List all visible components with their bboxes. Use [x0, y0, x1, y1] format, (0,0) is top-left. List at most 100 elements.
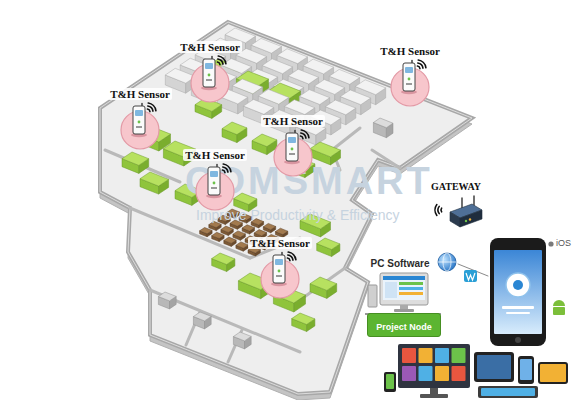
- gateway-led: [465, 220, 467, 222]
- pallet-block: [222, 122, 247, 143]
- pallet-block-top: [252, 134, 277, 147]
- sensor-grille: [406, 83, 412, 85]
- pallet-block-top: [317, 238, 340, 250]
- tablet: [538, 362, 568, 384]
- home-button: [515, 337, 521, 343]
- node-heading: T&H Sensor: [183, 149, 247, 161]
- wireless-wave: [435, 205, 437, 216]
- table-top: [212, 232, 224, 238]
- sensor-outline: [258, 129, 328, 179]
- wireless-wave: [300, 136, 303, 139]
- smartphone: [490, 238, 546, 346]
- storage-rack-top: [243, 99, 273, 114]
- dashboard-tile: [435, 366, 449, 381]
- cabinet: [373, 118, 393, 138]
- wireless-wave: [438, 206, 439, 213]
- wireless-wave: [218, 56, 226, 64]
- sensor-display: [135, 110, 143, 116]
- sensor-grille: [136, 126, 142, 128]
- table-top: [236, 242, 248, 248]
- dashboard-tile: [452, 348, 466, 363]
- dashboard-tile: [419, 366, 433, 381]
- table-top: [221, 226, 233, 232]
- computer-outline: [365, 271, 435, 315]
- pc-screen-row: [399, 282, 423, 285]
- dashboard-tile: [452, 366, 466, 381]
- app-text-bar: [502, 306, 534, 309]
- storage-rack-top: [232, 79, 262, 94]
- sensor-led: [138, 121, 141, 124]
- pallet-block: [122, 152, 149, 173]
- pc-software: PC Software: [365, 253, 435, 315]
- wireless-wave: [417, 66, 420, 69]
- table-top: [224, 237, 236, 243]
- phone-screen: [494, 250, 542, 334]
- table: [263, 223, 275, 232]
- storage-rack-top: [314, 80, 344, 95]
- pallet-block-top: [310, 277, 337, 290]
- sensor-outline: [245, 251, 315, 301]
- handheld: [384, 372, 396, 392]
- wireless-wave: [147, 109, 150, 112]
- node-heading: GATEWAY: [429, 181, 483, 193]
- node-heading: T&H Sensor: [108, 88, 172, 100]
- gateway-shape: [435, 196, 482, 227]
- table: [236, 242, 248, 251]
- sensor-device: [133, 106, 145, 134]
- button-label: Project Node: [376, 322, 432, 333]
- tablet-screen: [540, 364, 566, 382]
- wireless-wave: [218, 59, 223, 64]
- wireless-wave: [440, 208, 442, 212]
- sensor-display: [210, 171, 218, 177]
- storage-rack-top: [258, 89, 289, 104]
- wireless-wave: [223, 164, 231, 172]
- wireless-wave: [148, 106, 153, 111]
- sensor-callout: T&H Sensor: [180, 145, 250, 213]
- pc-monitor: [380, 273, 428, 305]
- wireless-wave: [287, 258, 290, 261]
- wireless-wave: [301, 130, 309, 138]
- android-logo: [553, 300, 565, 306]
- pc-tower: [368, 285, 377, 307]
- sensor-device: [203, 59, 215, 87]
- computer-shape: [368, 273, 428, 312]
- dashboard-tile: [419, 348, 433, 363]
- pallet-block: [252, 134, 277, 155]
- pallet-block-top: [140, 172, 169, 186]
- table-top: [200, 228, 213, 234]
- wireless-wave: [418, 60, 426, 68]
- gateway-antenna: [473, 196, 474, 205]
- apple-logo: [548, 241, 553, 246]
- pc-screen-row: [399, 287, 423, 290]
- storage-rack-top: [299, 90, 329, 105]
- pallet-block-top: [212, 253, 235, 265]
- sensor-callout: T&H Sensor: [245, 233, 315, 301]
- dashboard-tile: [402, 366, 416, 381]
- dashboard-tile: [435, 348, 449, 363]
- sensor-outline: [180, 163, 250, 213]
- platform-label: iOS: [556, 238, 571, 248]
- table-top: [263, 223, 275, 229]
- sensor-device: [273, 255, 285, 283]
- pallet-block: [292, 313, 315, 332]
- pallet-block-top: [310, 142, 341, 157]
- table-top: [233, 231, 246, 237]
- pc-stand: [400, 305, 408, 309]
- app-icon-core: [513, 280, 523, 290]
- sensor-grille: [289, 153, 295, 155]
- project-node-button: Project Node: [367, 313, 441, 337]
- wireless-wave: [301, 133, 306, 138]
- cabinet-top: [193, 312, 211, 321]
- web-icon-glyph: [466, 273, 475, 280]
- gateway-front: [460, 210, 482, 227]
- sensor-led: [278, 270, 281, 273]
- dashboard-tile: [402, 348, 416, 363]
- pallet-block-top: [122, 152, 149, 165]
- sensor-device: [286, 133, 298, 161]
- node-heading: PC Software: [369, 258, 432, 270]
- watermark-slogan: Improve Productivity & Efficiency: [196, 207, 400, 223]
- sensor-grille: [211, 187, 217, 189]
- table: [224, 237, 236, 246]
- table-top: [242, 225, 254, 231]
- handheld-screen: [386, 374, 394, 389]
